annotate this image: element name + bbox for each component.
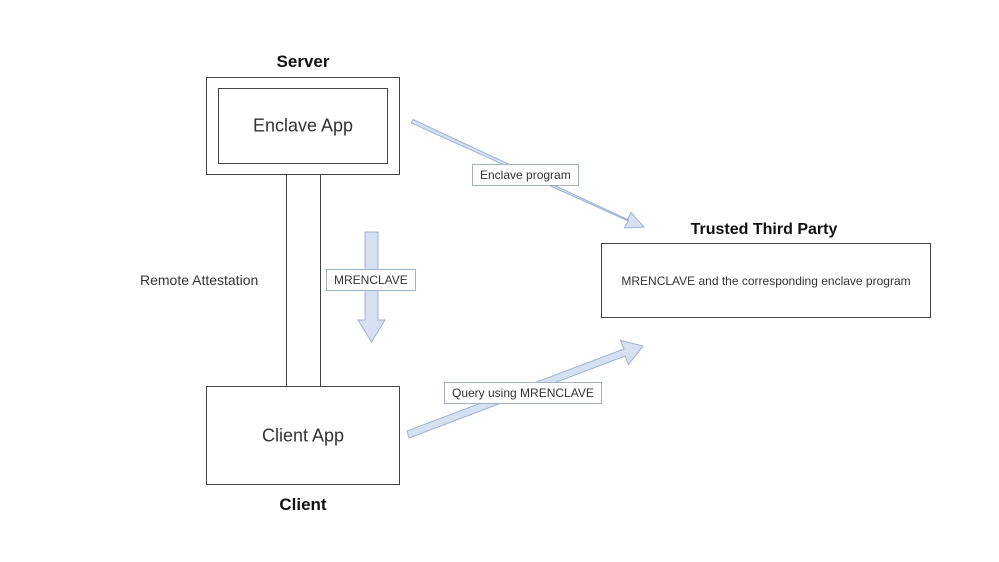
trusted-third-party-heading: Trusted Third Party (690, 221, 838, 238)
trusted-third-party-content: MRENCLAVE and the corresponding enclave … (621, 273, 911, 288)
remote-attestation-connector (286, 163, 321, 388)
server-heading: Server (276, 52, 330, 71)
trusted-third-party-box: MRENCLAVE and the corresponding enclave … (601, 243, 931, 318)
remote-attestation-label: Remote Attestation (140, 272, 259, 288)
client-heading: Client (279, 495, 327, 514)
mrenclave-label: MRENCLAVE (326, 269, 416, 291)
client-app-box: Client App (206, 386, 400, 485)
enclave-program-label: Enclave program (472, 164, 579, 186)
server-box: Enclave App (206, 77, 400, 175)
query-label: Query using MRENCLAVE (444, 382, 602, 404)
enclave-app-label: Enclave App (252, 115, 354, 136)
client-app-label: Client App (261, 425, 345, 445)
enclave-app-box: Enclave App (218, 88, 388, 164)
